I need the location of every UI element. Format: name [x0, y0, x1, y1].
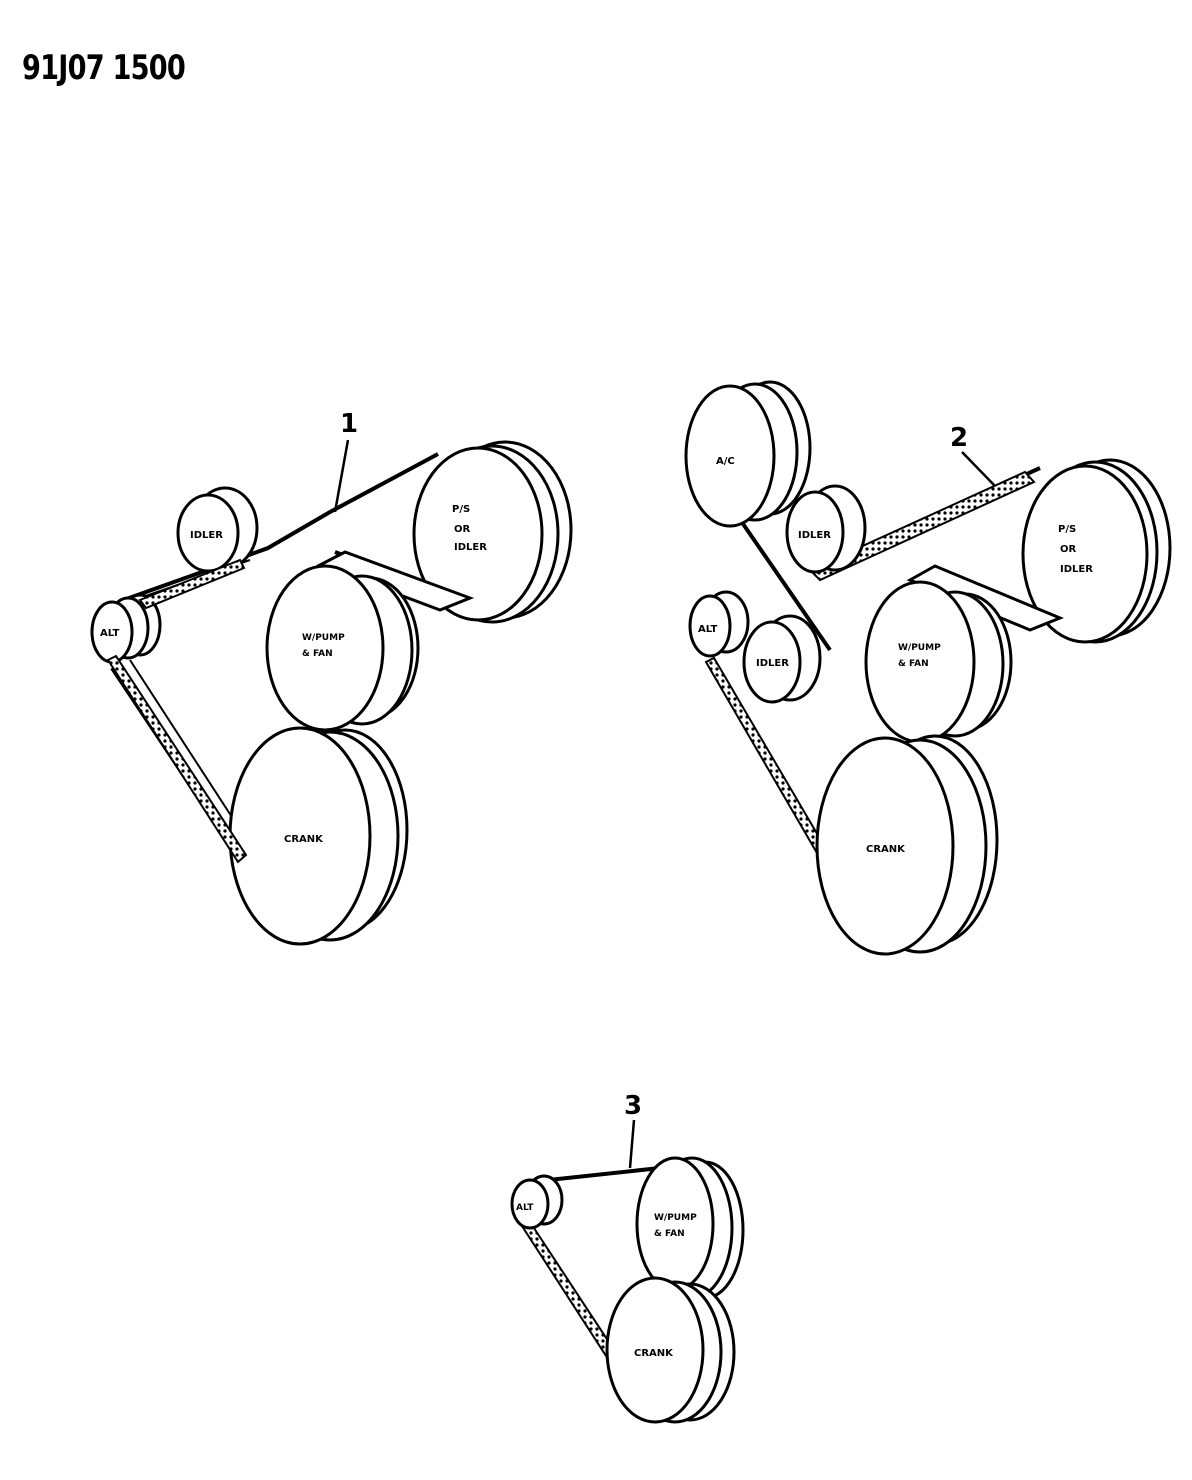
svg-text:& FAN: & FAN — [898, 659, 929, 669]
pulley-wpump: W/PUMP & FAN — [864, 580, 1013, 744]
svg-text:& FAN: & FAN — [654, 1229, 685, 1239]
pulley-idler: IDLER — [176, 486, 259, 573]
svg-text:P/S: P/S — [452, 504, 470, 515]
svg-text:IDLER: IDLER — [756, 658, 789, 669]
pulley-crank: CRANK — [228, 726, 409, 946]
svg-text:IDLER: IDLER — [1060, 564, 1093, 575]
svg-text:W/PUMP: W/PUMP — [654, 1213, 697, 1223]
pulley-wpump: W/PUMP & FAN — [635, 1156, 745, 1300]
pulley-alt: ALT — [90, 593, 162, 664]
drawing-code: 91J07 1500 — [22, 48, 186, 88]
pulley-alt: ALT — [688, 590, 750, 658]
svg-text:OR: OR — [1060, 544, 1077, 555]
svg-text:A/C: A/C — [716, 456, 735, 467]
svg-text:CRANK: CRANK — [284, 834, 324, 845]
diagram-2: A/C IDLER P/S OR IDLER W/PUMP & FAN — [684, 380, 1172, 956]
svg-text:IDLER: IDLER — [454, 542, 487, 553]
pulley-alt: ALT — [510, 1174, 564, 1230]
pulley-crank: CRANK — [605, 1276, 736, 1424]
svg-text:P/S: P/S — [1058, 524, 1076, 535]
svg-text:ALT: ALT — [698, 624, 717, 635]
svg-text:ALT: ALT — [516, 1203, 534, 1213]
pulley-idler-top: IDLER — [785, 484, 867, 574]
pulley-ps-idler: P/S OR IDLER — [1021, 458, 1172, 644]
svg-text:OR: OR — [454, 524, 471, 535]
svg-text:CRANK: CRANK — [634, 1348, 674, 1359]
diagram-1: IDLER P/S OR IDLER W/PUMP & FAN CRANK — [90, 409, 573, 946]
svg-text:IDLER: IDLER — [798, 530, 831, 541]
svg-text:CRANK: CRANK — [866, 844, 906, 855]
svg-text:& FAN: & FAN — [302, 649, 333, 659]
diagram-3: W/PUMP & FAN CRANK ALT 3 — [510, 1091, 745, 1424]
callout-2: 2 — [950, 423, 968, 453]
svg-text:IDLER: IDLER — [190, 530, 223, 541]
callout-3: 3 — [624, 1091, 642, 1121]
pulley-ps-idler: P/S OR IDLER — [412, 440, 573, 624]
pulley-ac: A/C — [684, 380, 812, 528]
pulley-idler-low: IDLER — [742, 614, 822, 704]
svg-text:W/PUMP: W/PUMP — [302, 633, 345, 643]
pulley-crank: CRANK — [815, 734, 999, 956]
svg-text:W/PUMP: W/PUMP — [898, 643, 941, 653]
pulley-wpump: W/PUMP & FAN — [265, 564, 420, 732]
callout-1: 1 — [340, 409, 358, 439]
svg-text:ALT: ALT — [100, 628, 119, 639]
